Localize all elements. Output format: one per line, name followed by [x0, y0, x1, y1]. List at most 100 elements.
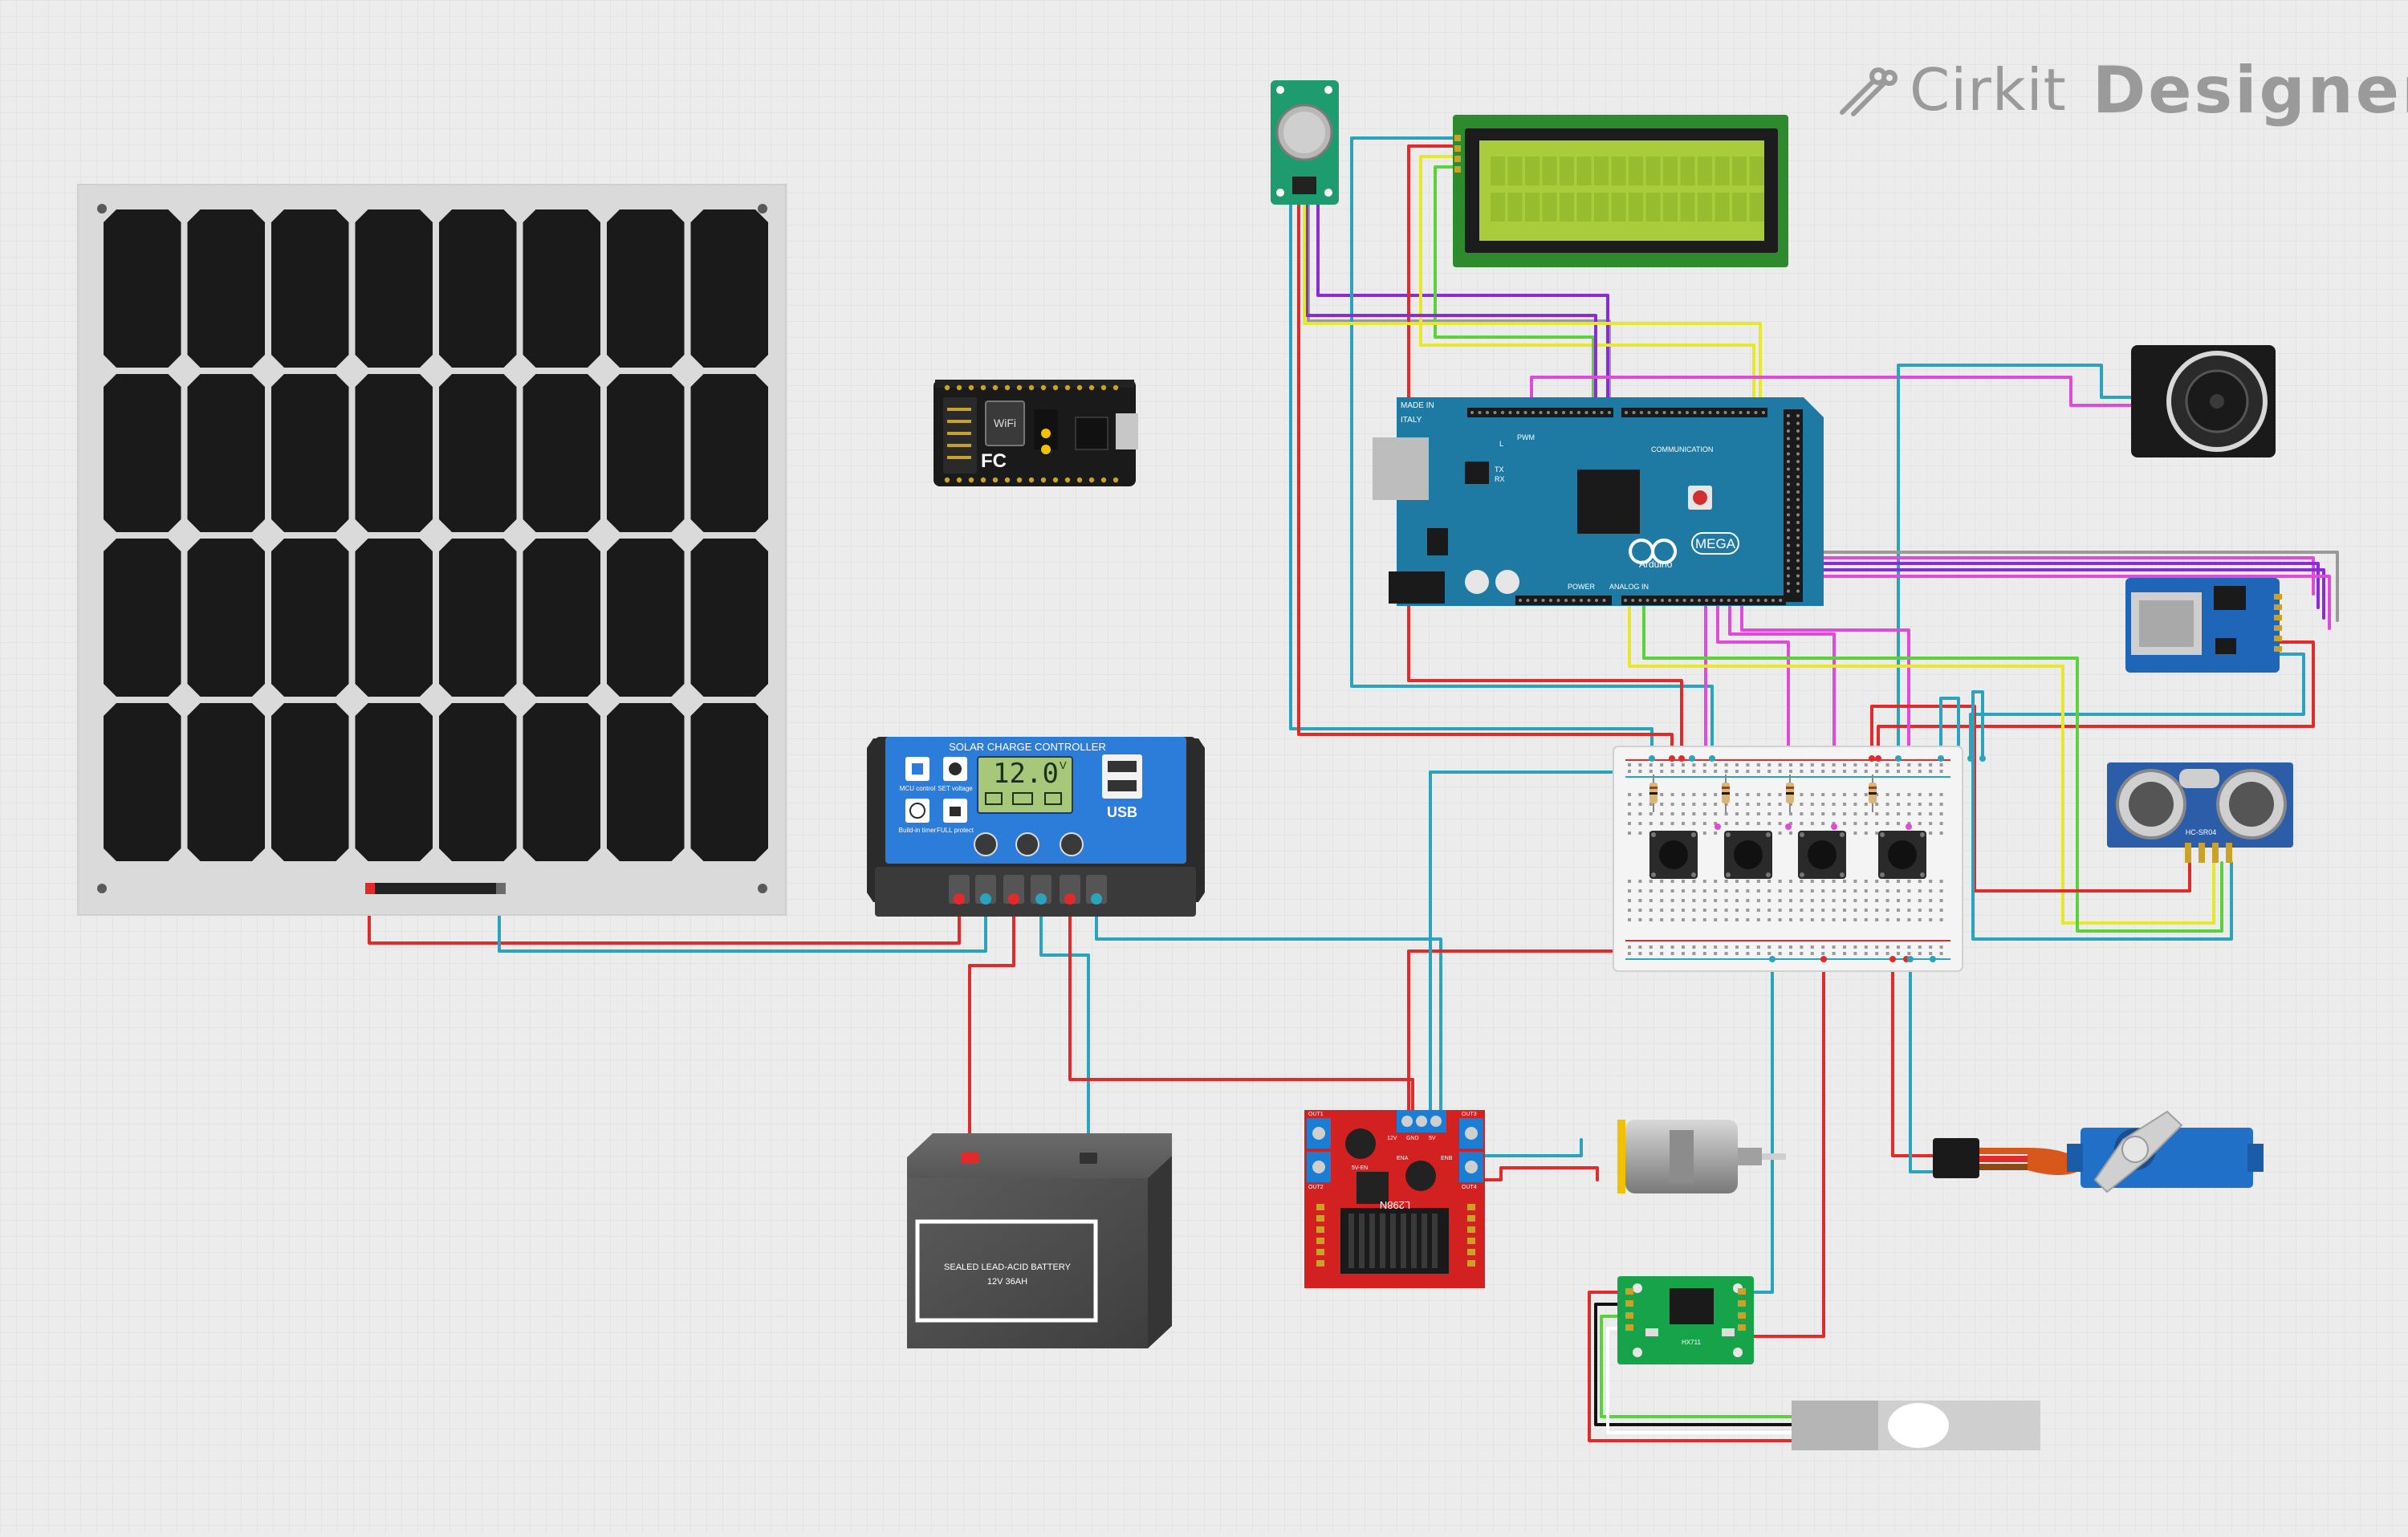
wire-load-green[interactable]: [1600, 1315, 1793, 1418]
wire-load-negative[interactable]: [1095, 897, 1442, 1117]
solar-cell: [271, 703, 349, 861]
sd-pin: [2274, 615, 2282, 620]
svg-text:ANALOG IN: ANALOG IN: [1609, 583, 1649, 591]
wire-load-positive[interactable]: [1068, 897, 1414, 1117]
svg-text:WiFi: WiFi: [994, 417, 1016, 429]
wire-sd-sck[interactable]: [1787, 562, 2320, 609]
controller-terminal: [1086, 875, 1107, 904]
wire-us-gnd[interactable]: [1971, 690, 2233, 941]
lcd-cell: [1698, 193, 1712, 222]
breadboard[interactable]: [1613, 746, 1963, 972]
esp-pin: [1052, 477, 1059, 483]
solar-panel[interactable]: [77, 184, 787, 916]
dc-motor[interactable]: [1617, 1120, 1786, 1193]
wire-rtc-gnd[interactable]: [1289, 195, 1653, 760]
wire-lcd-gnd[interactable]: [1350, 136, 1714, 760]
rtc-module[interactable]: [1271, 80, 1339, 205]
solar-cell: [271, 374, 349, 532]
driver-chip-label: L298N: [1380, 1199, 1410, 1211]
wire-hx-vcc[interactable]: [1742, 958, 1825, 1338]
wire-lcd-aux[interactable]: [1305, 195, 1597, 405]
lcd-cell: [1525, 157, 1540, 185]
svg-text:5V: 5V: [1429, 1136, 1436, 1141]
solar-charge-controller[interactable]: SOLAR CHARGE CONTROLLER 12.0 V MCU contr…: [867, 737, 1205, 917]
wire-endpoint: [1906, 823, 1912, 830]
wire-endpoint: [1938, 755, 1944, 762]
wire-button-3[interactable]: [1728, 604, 1836, 828]
hx-pin: [1625, 1300, 1633, 1307]
driver-pin: [1467, 1226, 1475, 1233]
wire-sd-miso[interactable]: [1787, 575, 2331, 630]
svg-text:ENA: ENA: [1397, 1156, 1409, 1161]
sd-pin: [2274, 636, 2282, 641]
driver-pin: [1316, 1249, 1324, 1255]
wire-servo-gnd[interactable]: [1909, 958, 1934, 1173]
wire-speaker-gnd[interactable]: [1897, 364, 2135, 760]
svg-text:GND: GND: [1406, 1136, 1419, 1141]
lcd-cell: [1576, 157, 1592, 185]
wire-sd-mosi[interactable]: [1787, 568, 2325, 620]
wire-sd-cs[interactable]: [1787, 556, 2315, 596]
wire-sd-gnd[interactable]: [1969, 653, 2305, 760]
esp8266-nodemcu[interactable]: WiFi FC: [934, 380, 1138, 486]
lcd-pin: [1454, 156, 1461, 162]
esp-pin: [1100, 477, 1107, 483]
wire-button-2[interactable]: [1716, 604, 1790, 828]
wire-lcd-scl[interactable]: [1434, 165, 1595, 405]
svg-text:MEGA: MEGA: [1695, 536, 1736, 551]
us-pin: [2212, 843, 2219, 863]
ultrasonic-sensor[interactable]: HC-SR04: [2107, 762, 2293, 863]
wire-sd-vcc-lead[interactable]: [1787, 551, 2339, 622]
wire-solar-negative[interactable]: [498, 889, 987, 953]
solar-cell: [271, 539, 349, 697]
wire-battery-positive[interactable]: [968, 897, 1015, 1163]
lcd-pin: [1454, 145, 1461, 152]
speaker[interactable]: [2131, 345, 2276, 457]
arduino-mega[interactable]: MADE IN ITALY PWM COMMUNICATION POWER AN…: [1373, 397, 1824, 606]
lcd-16x2[interactable]: [1453, 115, 1788, 267]
wire-load-red[interactable]: [1588, 1291, 1793, 1442]
wire-endpoint: [1895, 755, 1902, 762]
wire-motor-a[interactable]: [1479, 1138, 1583, 1157]
svg-text:OUT2: OUT2: [1308, 1185, 1324, 1190]
sd-pin: [2274, 646, 2282, 652]
wire-battery-negative[interactable]: [1039, 897, 1090, 1163]
wire-lcd-vcc[interactable]: [1407, 144, 1683, 760]
wire-solar-positive[interactable]: [368, 889, 961, 945]
hx-pin: [1625, 1288, 1633, 1295]
brand-word-designer: Designer: [2092, 52, 2408, 128]
load-cell[interactable]: [1792, 1401, 2040, 1450]
wire-rtc-aux[interactable]: [1303, 195, 1762, 405]
wire-load-white[interactable]: [1606, 1327, 1793, 1434]
svg-text:L: L: [1499, 440, 1503, 448]
wire-us-trig[interactable]: [1628, 604, 2215, 925]
wire-endpoint: [1820, 956, 1827, 962]
esp-pin: [1064, 477, 1071, 483]
servo-motor[interactable]: [1933, 1110, 2264, 1193]
lcd-cell: [1542, 193, 1557, 222]
l298n-motor-driver[interactable]: L298N OUT1 OUT2 OUT3 OUT4 12V GND 5V 5V-…: [1304, 1110, 1485, 1288]
wire-sd-vcc[interactable]: [1877, 640, 2315, 760]
wire-speaker-signal[interactable]: [1530, 376, 2135, 407]
lcd-cell: [1732, 193, 1747, 222]
esp-pin: [1088, 384, 1095, 391]
wire-lcd-sda[interactable]: [1419, 155, 1755, 405]
wire-button-4[interactable]: [1740, 604, 1910, 828]
sd-card-module[interactable]: [2125, 578, 2282, 673]
driver-pin: [1316, 1215, 1324, 1222]
wire-rtc-scl[interactable]: [1316, 195, 1609, 405]
driver-pin: [1316, 1204, 1324, 1210]
hx711-module[interactable]: HX711: [1617, 1276, 1754, 1364]
wire-motor-b[interactable]: [1479, 1166, 1599, 1181]
controller-terminal: [1060, 875, 1080, 904]
sd-pin: [2274, 594, 2282, 600]
wire-us-echo[interactable]: [1642, 604, 2223, 933]
hx-pin: [1738, 1288, 1746, 1295]
wire-servo-vcc[interactable]: [1891, 958, 1934, 1157]
wire-load-black[interactable]: [1594, 1303, 1793, 1426]
brand-word-cirkit: Cirkit: [1910, 56, 2067, 124]
mcu-chip: [1577, 470, 1640, 534]
solar-cell: [607, 703, 685, 861]
lead-acid-battery[interactable]: SEALED LEAD-ACID BATTERY 12V 36AH: [907, 1133, 1172, 1348]
